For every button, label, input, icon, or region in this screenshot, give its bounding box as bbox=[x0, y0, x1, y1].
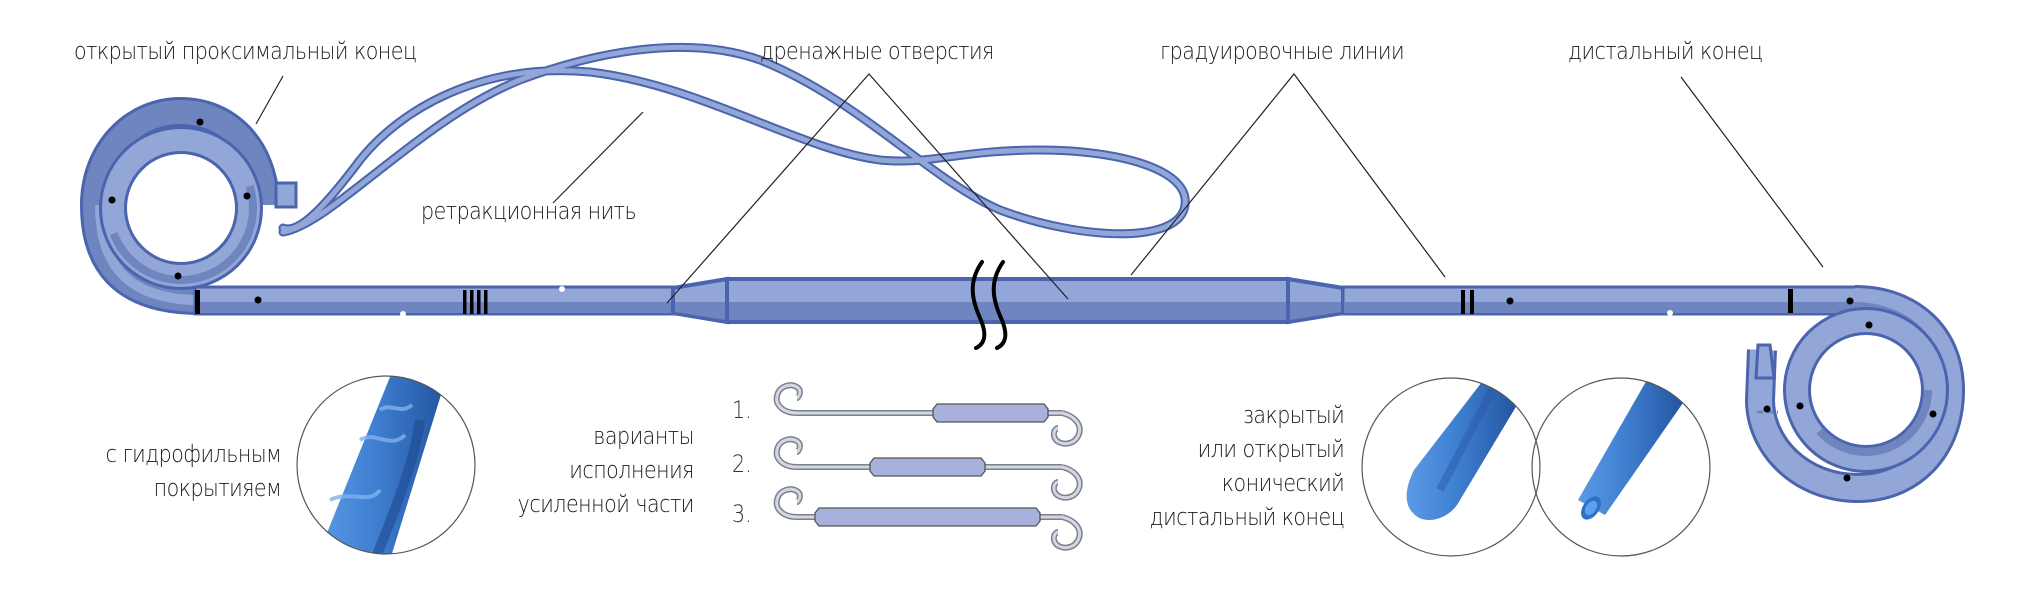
stent-shaft bbox=[193, 276, 1860, 325]
graduation-mark bbox=[195, 290, 200, 314]
variant-3-icon bbox=[773, 486, 1083, 551]
proximal-coil bbox=[79, 96, 298, 315]
callout-variants-line-2: исполнения bbox=[569, 456, 694, 484]
label-drainage-holes: дренажные отверстия bbox=[760, 37, 994, 65]
callout-distal-tip-line-4: дистальный конец bbox=[1149, 503, 1344, 531]
label-graduation-lines: градуировочные линии bbox=[1160, 37, 1405, 65]
callout-distal-tip-line-2: или открытый bbox=[1197, 435, 1344, 463]
variant-3-number: 3. bbox=[732, 500, 752, 528]
variants-illustration bbox=[773, 382, 1083, 551]
closed-tip-detail-circle bbox=[1361, 377, 1541, 557]
variant-1-number: 1. bbox=[732, 396, 752, 424]
callout-hydrophilic-line-2: покрытияем bbox=[153, 474, 281, 502]
callout-distal-tip: закрытый или открытый конический дисталь… bbox=[1118, 398, 1344, 534]
callout-hydrophilic-line-1: с гидрофильным bbox=[105, 440, 281, 468]
variant-2-icon bbox=[773, 436, 1083, 501]
open-tip-detail-circle bbox=[1531, 377, 1711, 557]
callout-variants: варианты исполнения усиленной части bbox=[489, 419, 695, 521]
break-mark-icon bbox=[970, 260, 1008, 350]
variant-2-number: 2. bbox=[732, 450, 752, 478]
callout-variants-line-3: усиленной части bbox=[517, 490, 695, 518]
callout-hydrophilic: с гидрофильным покрытияем bbox=[77, 437, 281, 505]
label-proximal-end: открытый проксимальный конец bbox=[74, 37, 417, 65]
label-distal-end: дистальный конец bbox=[1568, 37, 1763, 65]
variant-1-icon bbox=[773, 382, 1083, 447]
callout-distal-tip-line-3: конический bbox=[1221, 469, 1344, 497]
retraction-thread bbox=[278, 42, 1190, 239]
leader-lines bbox=[255, 73, 1824, 304]
hydrophilic-detail-circle bbox=[296, 375, 476, 555]
callout-distal-tip-line-1: закрытый bbox=[1242, 401, 1344, 429]
distal-coil bbox=[1744, 285, 1966, 504]
label-retraction-thread: ретракционная нить bbox=[421, 197, 637, 225]
callout-variants-line-1: варианты bbox=[593, 422, 694, 450]
